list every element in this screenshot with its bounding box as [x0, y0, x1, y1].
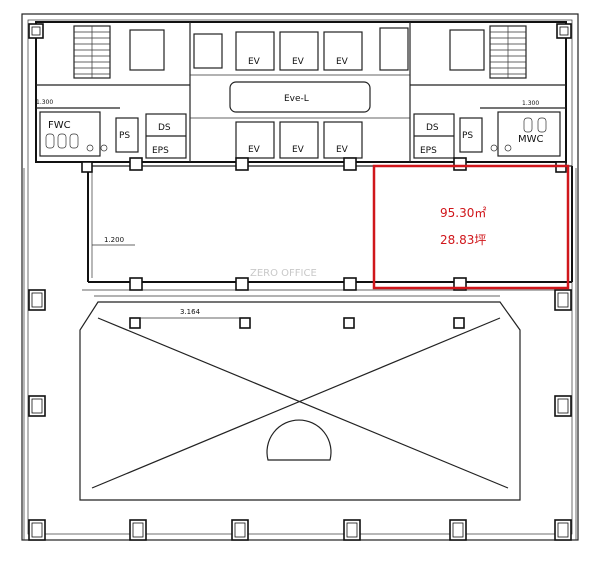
eps-label: EPS: [152, 146, 169, 156]
ps-label: PS: [119, 131, 130, 141]
dimension-left-top: 1.300: [36, 99, 53, 106]
room-box: [193, 33, 223, 69]
service-core: [35, 21, 567, 163]
ds-label: DS: [426, 123, 439, 133]
eps-label: EPS: [420, 146, 437, 156]
elevator-label: EV: [248, 57, 261, 67]
stair-icon: [489, 25, 527, 79]
dimension-right-top: 1.300: [522, 100, 539, 107]
toilet-icon: [45, 133, 108, 152]
elevator-label: EV: [336, 57, 349, 67]
area-tsubo: 28.83坪: [440, 233, 486, 247]
toilet-icon: [490, 117, 547, 152]
left-core-rooms: [39, 111, 187, 159]
elevator-bank-bottom: [235, 121, 363, 159]
right-core-rooms: [413, 111, 561, 159]
office-floor: [82, 165, 573, 297]
room-box: [449, 29, 485, 71]
elevator-label: EV: [336, 145, 349, 155]
elevator-bank-top: [235, 31, 363, 71]
stair-icon: [73, 25, 111, 79]
elevator-label: EV: [292, 57, 305, 67]
highlighted-area: [372, 164, 570, 290]
elevator-hall: [229, 81, 371, 113]
ds-label: DS: [158, 123, 171, 133]
area-m2: 95.30㎡: [440, 206, 486, 220]
room-box: [129, 29, 165, 71]
ps-label: PS: [462, 131, 473, 141]
elevator-label: EV: [292, 145, 305, 155]
dimension-left: 1.200: [104, 236, 124, 244]
atrium-void: [79, 301, 521, 501]
watermark: ZERO OFFICE: [250, 268, 317, 279]
elevator-hall-label: Evе-L: [284, 94, 309, 104]
dimension-span: 3.164: [180, 308, 201, 316]
room-box: [379, 27, 409, 71]
fwc-label: FWC: [48, 120, 71, 131]
mwc-label: MWC: [518, 134, 544, 145]
elevator-label: EV: [248, 145, 261, 155]
